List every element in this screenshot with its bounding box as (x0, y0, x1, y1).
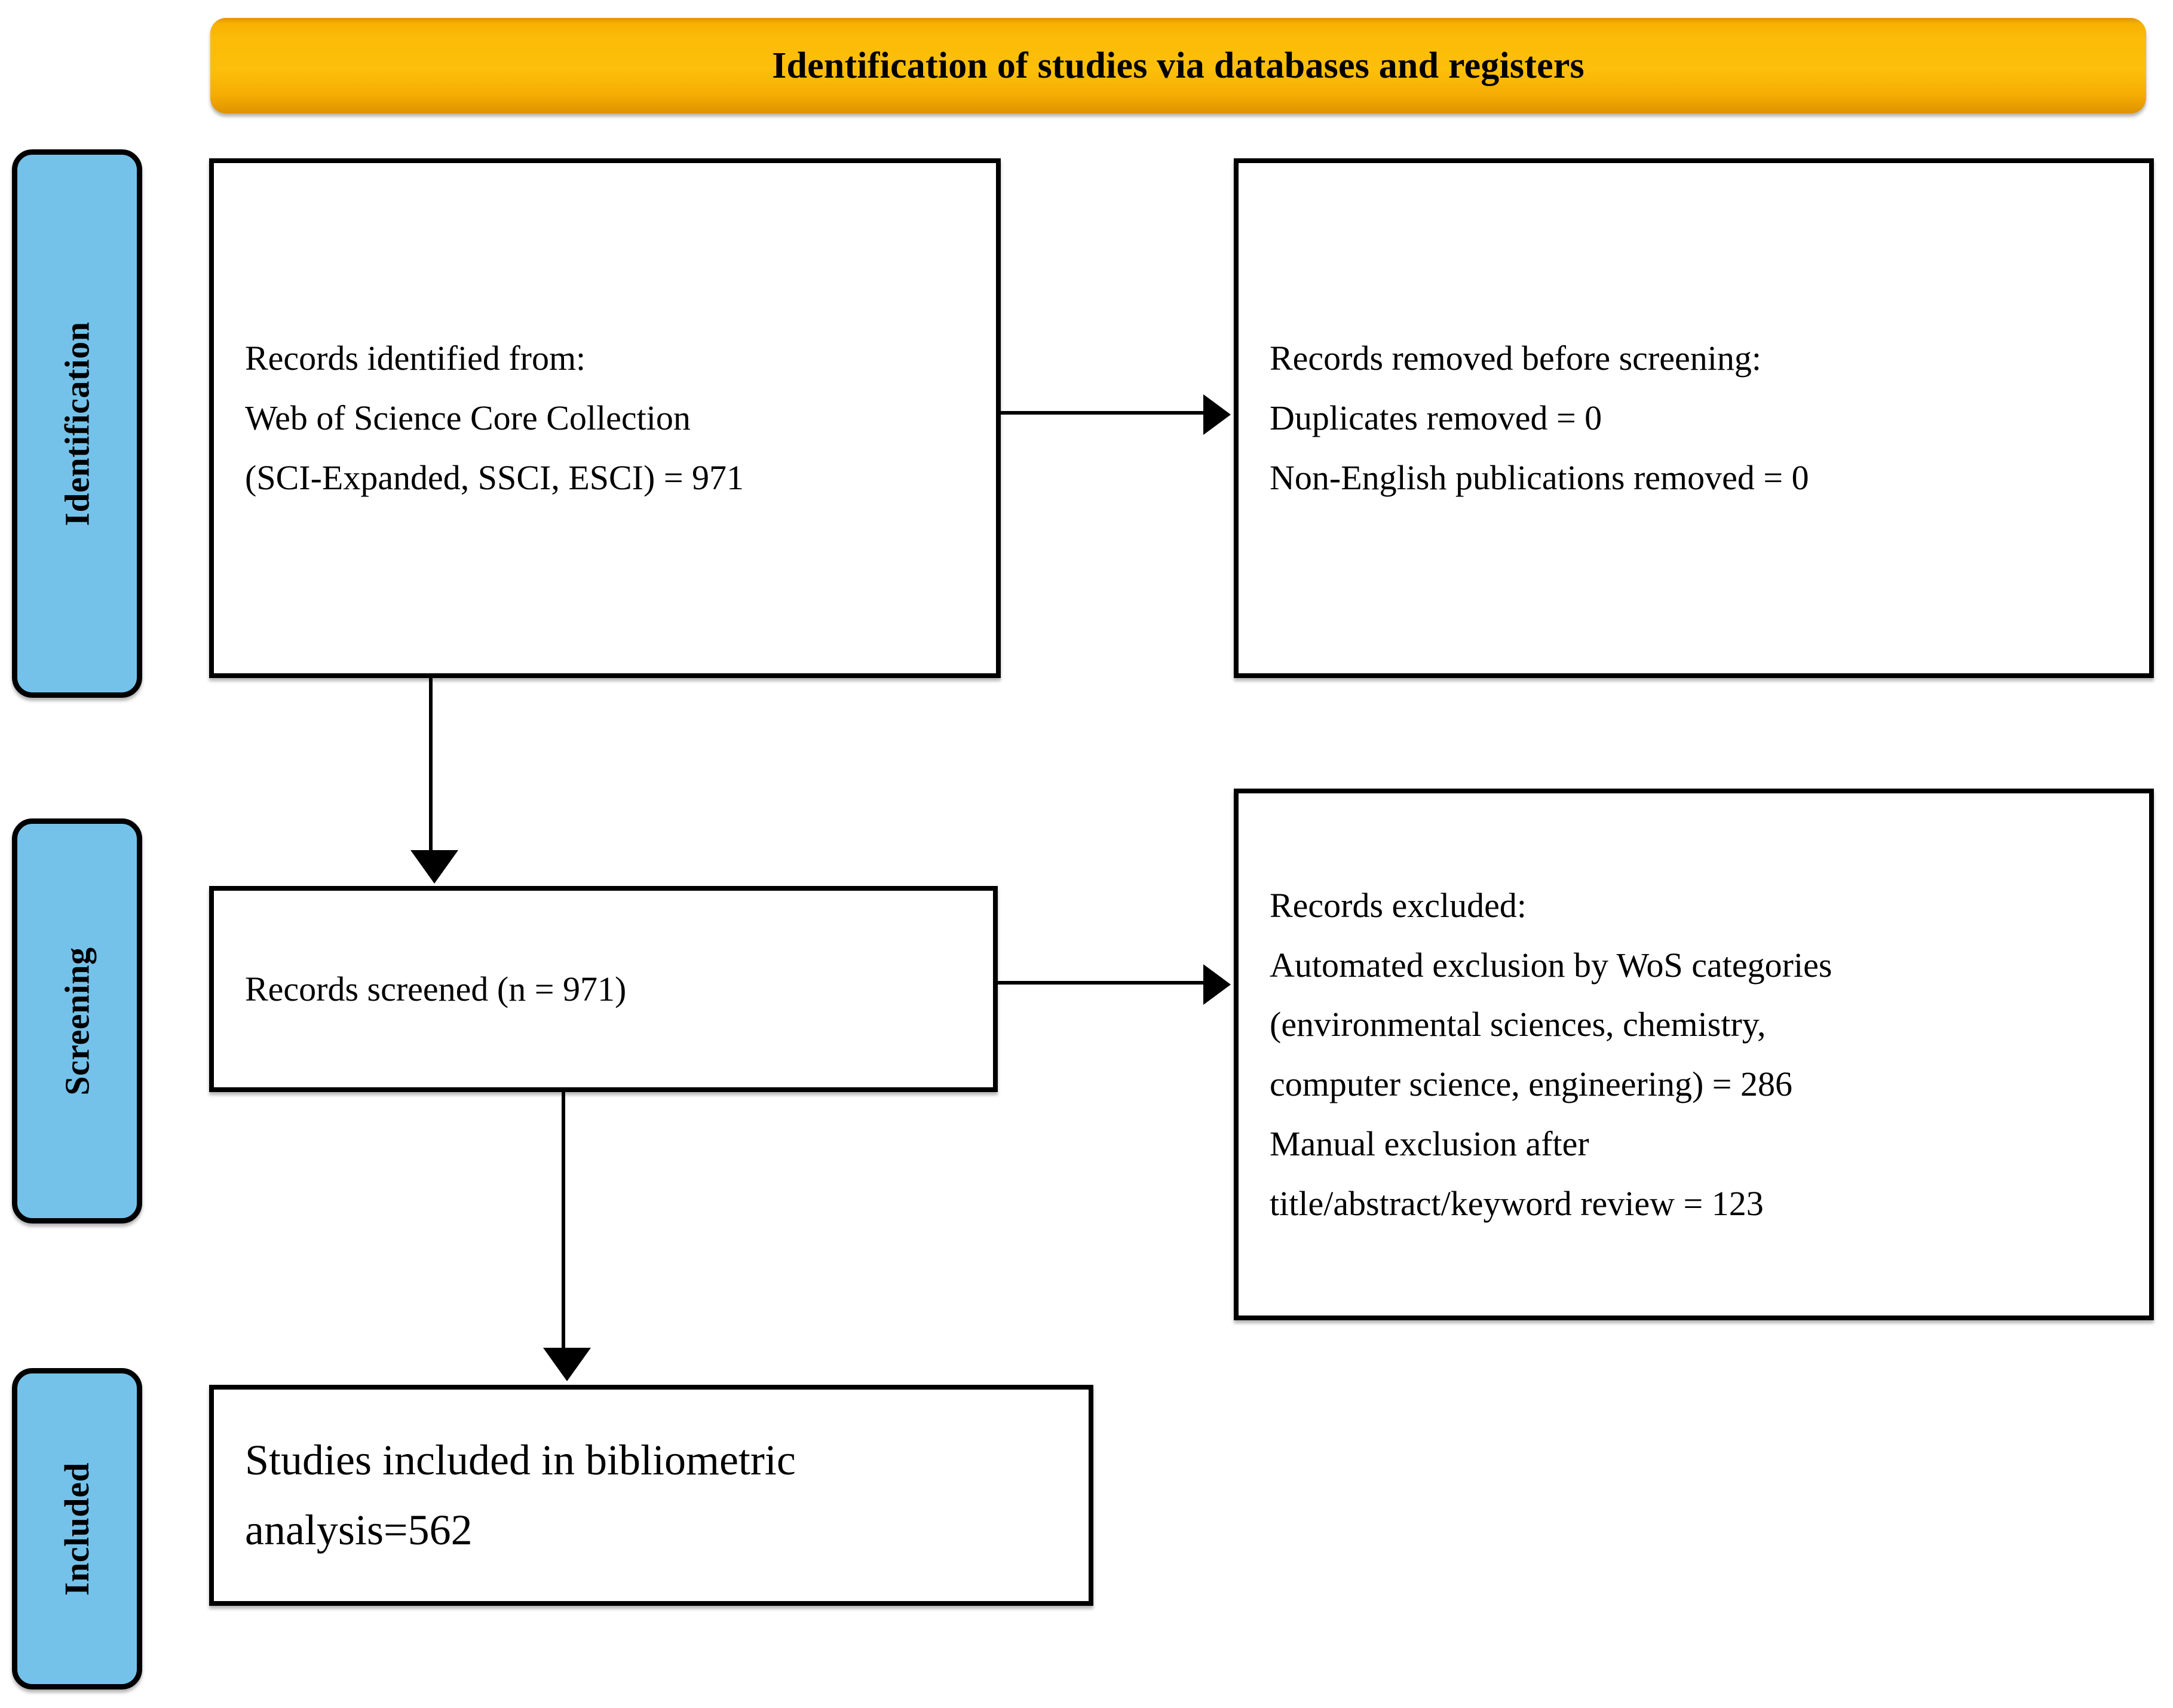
box-records-identified-line-2: Web of Science Core Collection (245, 398, 691, 438)
phase-label-included-text: Included (57, 1462, 97, 1596)
phase-label-identification: Identification (12, 149, 142, 698)
box-records-excluded-line-2: Automated exclusion by WoS categories (1270, 945, 1832, 985)
arrow-right-icon-identified-to-removed (1001, 394, 1231, 435)
box-records-screened-line-1: Records screened (n = 971) (245, 969, 627, 1008)
phase-label-screening-text: Screening (57, 946, 97, 1096)
box-records-removed-line-3: Non-English publications removed = 0 (1270, 458, 1809, 497)
arrow-right-icon-screened-to-excluded (998, 964, 1231, 1005)
box-records-removed: Records removed before screening: Duplic… (1234, 158, 2154, 678)
box-records-identified-line-1: Records identified from: (245, 339, 586, 378)
box-records-excluded-line-5: Manual exclusion after (1270, 1124, 1589, 1163)
box-records-identified: Records identified from: Web of Science … (209, 158, 1001, 678)
box-records-excluded-line-1: Records excluded: (1270, 885, 1527, 925)
box-records-excluded: Records excluded: Automated exclusion by… (1234, 789, 2154, 1320)
box-studies-included-line-1: Studies included in bibliometric (245, 1436, 796, 1485)
arrow-down-icon-identified-to-screened (410, 678, 458, 884)
diagram-title: Identification of studies via databases … (772, 45, 1584, 86)
diagram-header-banner: Identification of studies via databases … (210, 18, 2146, 114)
arrow-down-icon-screened-to-included (543, 1089, 591, 1381)
box-records-removed-line-2: Duplicates removed = 0 (1270, 398, 1602, 438)
box-records-screened: Records screened (n = 971) (209, 886, 998, 1092)
box-records-identified-line-3: (SCI-Expanded, SSCI, ESCI) = 971 (245, 458, 744, 497)
phase-label-identification-text: Identification (57, 321, 97, 526)
box-records-excluded-line-6: title/abstract/keyword review = 123 (1270, 1183, 1764, 1223)
box-records-excluded-line-4: computer science, engineering) = 286 (1270, 1065, 1792, 1103)
box-records-removed-line-1: Records removed before screening: (1270, 339, 1761, 378)
box-studies-included: Studies included in bibliometric analysi… (209, 1385, 1093, 1606)
box-studies-included-line-2: analysis=562 (245, 1506, 473, 1554)
phase-label-screening: Screening (12, 818, 142, 1223)
phase-label-included: Included (12, 1368, 142, 1689)
box-records-excluded-line-3: (environmental sciences, chemistry, (1270, 1005, 1766, 1044)
